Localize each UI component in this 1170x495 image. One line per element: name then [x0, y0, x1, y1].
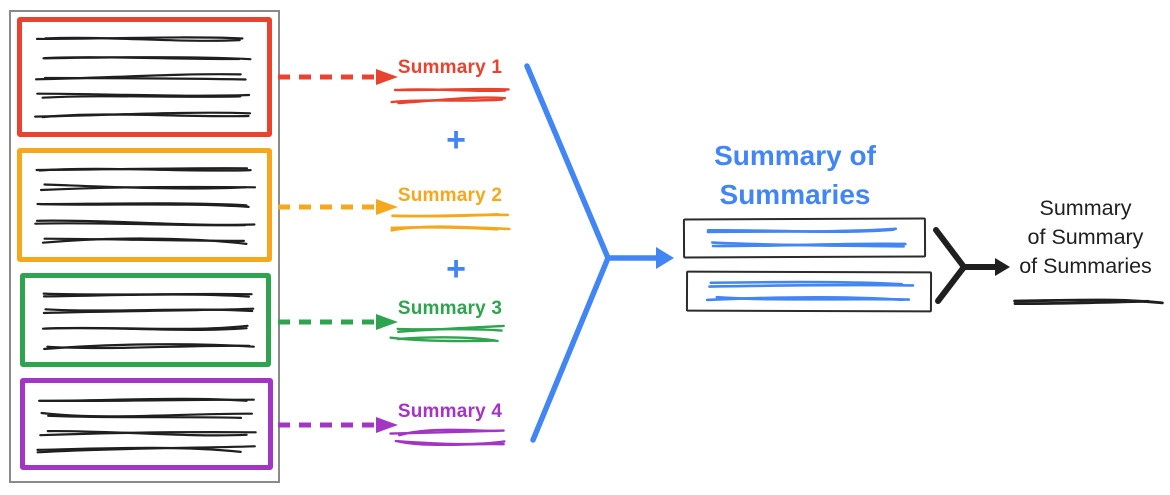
- dashed-arrow-chunk4-to-summary4: [276, 416, 402, 434]
- bracket-arrow-black: [925, 213, 1020, 328]
- plus-sign-1: +: [446, 121, 466, 159]
- summary-2-label: Summary 2: [397, 185, 503, 206]
- document-chunk-1: [17, 17, 272, 137]
- summary-of-summaries-title: Summary of Summaries: [714, 140, 876, 210]
- document-chunk-4: [20, 378, 273, 470]
- summary-of-summaries-box-2: [685, 270, 933, 313]
- final-summary-text-scribble: [1008, 293, 1165, 309]
- chunk-1-text-scribble: [32, 29, 257, 125]
- summary-3-item: Summary 3: [385, 297, 515, 347]
- final-summary-line-3: of Summaries: [1019, 254, 1152, 278]
- summary-2-text-scribble: [388, 210, 512, 234]
- summary-1-text-scribble: [388, 82, 512, 106]
- converge-arrow-blue: [500, 40, 690, 475]
- summary-1-label: Summary 1: [397, 57, 503, 78]
- dashed-arrow-chunk2-to-summary2: [276, 198, 402, 216]
- summary-1-item: Summary 1: [385, 56, 515, 106]
- dashed-arrow-chunk3-to-summary3: [276, 313, 402, 331]
- chunk-2-text-scribble: [32, 160, 257, 250]
- sos-box-1-text-scribble: [702, 225, 911, 252]
- dashed-arrow-chunk1-to-summary1: [276, 68, 402, 86]
- chunk-3-text-scribble: [35, 285, 256, 355]
- summary-3-text-scribble: [388, 323, 512, 347]
- summary-4-label: Summary 4: [397, 401, 503, 422]
- summary-2-item: Summary 2: [385, 184, 515, 234]
- chunk-4-text-scribble: [35, 390, 258, 458]
- summary-4-text-scribble: [388, 426, 512, 450]
- final-summary-line-2: of Summary: [1027, 225, 1144, 249]
- final-summary-title: Summary of Summary of Summaries: [1003, 194, 1168, 281]
- final-summary-line-1: Summary: [1039, 196, 1132, 220]
- summary-3-label: Summary 3: [397, 298, 503, 319]
- source-document-panel: [9, 10, 280, 483]
- summary-of-summaries-box-1: [682, 217, 927, 259]
- document-chunk-3: [20, 273, 271, 367]
- document-chunk-2: [17, 148, 272, 262]
- sos-box-2-text-scribble: [705, 278, 917, 306]
- plus-sign-2: +: [446, 250, 466, 288]
- summary-4-item: Summary 4: [385, 400, 515, 450]
